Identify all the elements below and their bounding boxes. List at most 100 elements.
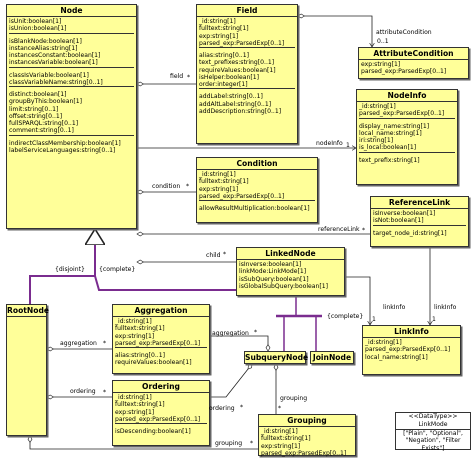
class-link-info-title: LinkInfo	[363, 326, 460, 338]
label-condition-mult: *	[186, 183, 190, 190]
attr: groupByThis:boolean[1]	[9, 98, 82, 106]
class-field[interactable]: Field _id:string[1] fulltext:string[1] e…	[196, 4, 298, 144]
attr: distinct:boolean[1]	[9, 91, 67, 98]
attr: isInverse:boolean[1]	[373, 210, 436, 217]
attr: _id:string[1]	[199, 18, 236, 25]
attr: fulltext:string[1]	[261, 435, 311, 443]
attr: isUnion:boolean[1]	[9, 25, 67, 33]
class-ordering-title: Ordering	[113, 381, 209, 393]
label-child: child	[206, 252, 221, 259]
label-complete-sub: {complete}	[327, 313, 364, 320]
attr: exp:string[1]	[361, 61, 401, 68]
class-linked-node-title: LinkedNode	[237, 248, 344, 260]
gen-node	[29, 229, 95, 304]
attr: exp:string[1]	[261, 442, 301, 450]
class-node-info[interactable]: NodeInfo _id:string[1] parsed_exp:Parsed…	[356, 89, 458, 185]
label-link-info-left: linkInfo	[383, 304, 406, 311]
attr: offset:string[0..1]	[9, 112, 63, 120]
label-link-info-right-mult: 1	[432, 316, 436, 323]
attr: instanceAlias:string[1]	[9, 44, 78, 52]
class-node-attrs: isUnit:boolean[1] isUnion:boolean[1] isB…	[7, 17, 136, 155]
attr	[199, 200, 315, 205]
class-field-attrs: _id:string[1] fulltext:string[1] exp:str…	[197, 17, 297, 116]
attr	[373, 224, 466, 230]
attr: iri:string[1]	[359, 137, 394, 144]
assoc-root-group	[27, 435, 258, 450]
class-subquery-node-title: SubqueryNode	[245, 353, 309, 362]
attr: comment:string[0..1]	[9, 127, 74, 135]
class-linked-node-attrs: isInverse:boolean[1] linkMode:LinkMode[1…	[237, 260, 344, 291]
assoc-sub-ord	[210, 363, 253, 398]
attr: linkMode:LinkMode[1]	[239, 268, 307, 276]
class-linked-node[interactable]: LinkedNode isInverse:boolean[1] linkMode…	[236, 247, 345, 296]
datatype-name: LinkMode	[396, 421, 470, 430]
class-grouping-attrs: _id:string[1] fulltext:string[1] exp:str…	[259, 427, 355, 458]
class-reference-link-title: ReferenceLink	[371, 197, 468, 209]
class-aggregation-title: Aggregation	[113, 305, 209, 317]
class-grouping[interactable]: Grouping _id:string[1] fulltext:string[1…	[258, 414, 356, 458]
class-node[interactable]: Node isUnit:boolean[1] isUnion:boolean[1…	[6, 4, 137, 229]
label-disjoint: {disjoint}	[55, 266, 85, 273]
attr: alias:string[0..1]	[199, 52, 249, 59]
attr: fulltext:string[1]	[199, 25, 249, 33]
class-reference-link-attrs: isInverse:boolean[1] isNot:boolean[1] ta…	[371, 209, 468, 238]
label-ordering-right: ordering	[209, 405, 235, 412]
label-aggregation-left: aggregation	[60, 340, 97, 347]
class-attribute-condition[interactable]: AttributeCondition exp:string[1] parsed_…	[358, 47, 469, 79]
attr: addAltLabel:string[0..1]	[199, 100, 272, 108]
attr: fulltext:string[1]	[115, 325, 165, 333]
attr: parsed_exp:ParsedExp[0..1]	[115, 339, 201, 347]
class-reference-link[interactable]: ReferenceLink isInverse:boolean[1] isNot…	[370, 196, 469, 247]
attr: isInverse:boolean[1]	[239, 261, 302, 268]
attr: isSubQuery:boolean[1]	[239, 275, 309, 283]
class-condition[interactable]: Condition _id:string[1] fulltext:string[…	[196, 157, 318, 223]
attr: order:integer[1]	[199, 81, 248, 88]
attr: text_prefix:string[1]	[359, 156, 420, 164]
attr: _id:string[1]	[115, 394, 152, 401]
class-link-info[interactable]: LinkInfo _id:string[1] parsed_exp:Parsed…	[362, 325, 461, 375]
class-root-node[interactable]: RootNode	[6, 304, 50, 436]
label-link-info-right: linkInfo	[434, 304, 457, 311]
label-field: field	[170, 73, 184, 80]
attr: _id:string[1]	[115, 318, 152, 325]
attr	[359, 117, 455, 123]
assoc-sub-agg	[210, 335, 271, 352]
class-aggregation-attrs: _id:string[1] fulltext:string[1] exp:str…	[113, 317, 209, 368]
class-link-info-attrs: _id:string[1] parsed_exp:ParsedExp[0..1]…	[363, 338, 460, 362]
attr: fullSPARQL:string[0..1]	[9, 120, 79, 127]
label-link-info-left-mult: 1	[372, 316, 376, 323]
attr	[9, 134, 134, 140]
class-attribute-condition-title: AttributeCondition	[359, 48, 468, 60]
label-grouping-top-mult: *	[278, 405, 282, 412]
attr: exp:string[1]	[115, 332, 155, 340]
attr: requireValues:boolean[1]	[199, 66, 276, 74]
attr: exp:string[1]	[199, 185, 239, 193]
datatype-linkmode[interactable]: <<DataType>> LinkMode ["Plain", "Optiona…	[395, 412, 471, 452]
attr	[9, 86, 134, 91]
attr: requireValues:boolean[1]	[115, 359, 192, 367]
attr: target_node_id:string[1]	[373, 229, 447, 237]
label-ordering-right-mult: *	[240, 404, 244, 411]
class-root-node-title: RootNode	[7, 306, 50, 317]
assoc-field-attrcond	[298, 16, 372, 47]
label-grouping-bottom-mult: *	[250, 440, 254, 447]
class-ordering[interactable]: Ordering _id:string[1] fulltext:string[1…	[112, 380, 210, 446]
class-aggregation[interactable]: Aggregation _id:string[1] fulltext:strin…	[112, 304, 210, 374]
attr: _id:string[1]	[261, 428, 298, 435]
class-join-node[interactable]: JoinNode	[310, 351, 354, 364]
attr: addLabel:string[0..1]	[199, 93, 263, 101]
attr: display_name:string[1]	[359, 122, 430, 130]
class-node-title: Node	[7, 5, 136, 17]
label-field-mult: *	[187, 74, 191, 81]
attr: isGlobalSubQuery:boolean[1]	[239, 282, 329, 290]
class-subquery-node[interactable]: SubqueryNode	[244, 351, 309, 364]
attr: classIsVariable:boolean[1]	[9, 71, 89, 79]
attr: parsed_exp:ParsedExp[0..1]	[365, 346, 451, 354]
attr: limit:string[0..1]	[9, 105, 59, 113]
attr: exp:string[1]	[199, 32, 239, 40]
class-node-info-attrs: _id:string[1] parsed_exp:ParsedExp[0..1]…	[357, 102, 457, 165]
attr: fulltext:string[1]	[115, 401, 165, 409]
attr: addDescription:string[0..1]	[199, 107, 282, 115]
label-node-info-mult: 1	[346, 142, 350, 149]
